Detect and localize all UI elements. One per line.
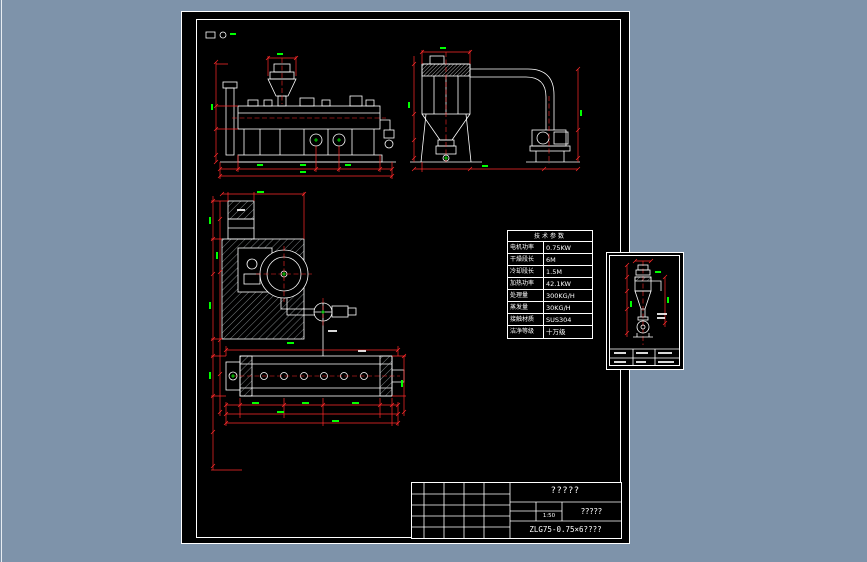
spec-row: 接触材质 SUS304 — [508, 314, 592, 326]
spec-value: 1.5M — [546, 268, 562, 276]
spec-value: 0.75KW — [546, 244, 571, 252]
spec-value: 6M — [546, 256, 556, 264]
exhaust-fan — [526, 129, 580, 163]
spec-label: 蒸发量 — [508, 302, 544, 313]
scale-value: 1:50 — [542, 513, 556, 519]
detail-title-block — [610, 348, 680, 365]
spec-value: 42.1KW — [546, 280, 571, 288]
spec-row: 加热功率 42.1KW — [508, 278, 592, 290]
spec-label: 干燥段长 — [508, 254, 544, 265]
spec-label: 冷却段长 — [508, 266, 544, 277]
spec-row: 电机功率 0.75KW — [508, 242, 592, 254]
spec-label: 接触材质 — [508, 314, 544, 325]
spec-row: 干燥段长 6M — [508, 254, 592, 266]
spec-label: 加热功率 — [508, 278, 544, 289]
plan-view — [209, 191, 407, 471]
detail-drawing-sheet — [606, 252, 684, 370]
front-elevation-view — [211, 53, 396, 179]
exhaust-duct — [470, 68, 555, 130]
spec-row: 处理量 300KG/H — [508, 290, 592, 302]
spec-row: 冷却段长 1.5M — [508, 266, 592, 278]
spec-value: 30KG/H — [546, 304, 571, 312]
spec-value: 十万级 — [546, 328, 566, 336]
spec-table-header: 技术参数 — [508, 231, 592, 242]
product-name: ????? — [580, 507, 603, 516]
spec-value: SUS304 — [546, 316, 572, 324]
spec-label: 处理量 — [508, 290, 544, 301]
drawing-number: ZLG75-0.75×6???? — [529, 525, 602, 534]
title-block: ????? ????? 1:50 ZLG75-0.75×6???? — [411, 482, 622, 539]
spec-label: 洁净等级 — [508, 326, 544, 338]
projection-symbol — [205, 31, 236, 39]
drawing-title: ????? — [551, 486, 580, 496]
cyclone-detail — [624, 258, 669, 345]
spec-label: 电机功率 — [508, 242, 544, 253]
feed-elevator-column — [222, 81, 238, 156]
main-drawing-sheet: 技术参数 电机功率 0.75KW 干燥段长 6M 冷却段长 1.5M 加热功率 … — [181, 11, 630, 544]
spec-table: 技术参数 电机功率 0.75KW 干燥段长 6M 冷却段长 1.5M 加热功率 … — [507, 230, 593, 339]
side-view-cyclone-fan — [408, 47, 582, 172]
spec-row: 洁净等级 十万级 — [508, 326, 592, 338]
detail-frame — [609, 255, 680, 366]
detail-linework — [610, 258, 680, 365]
spec-row: 蒸发量 30KG/H — [508, 302, 592, 314]
fan-plan — [313, 302, 357, 322]
screen-edge-line — [1, 0, 2, 562]
spec-value: 300KG/H — [546, 292, 575, 300]
title-block-grid — [412, 483, 621, 538]
main-linework — [205, 31, 582, 471]
